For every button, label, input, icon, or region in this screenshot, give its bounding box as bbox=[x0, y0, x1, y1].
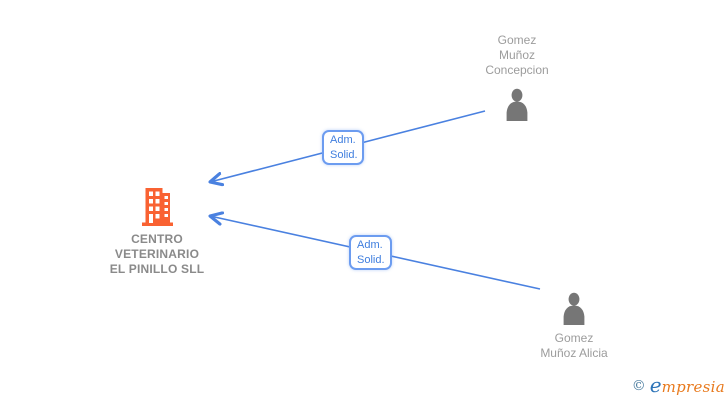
person-name-line: Gomez bbox=[554, 331, 594, 345]
edge-label-line: Adm. bbox=[330, 134, 356, 146]
person-node-concepcion[interactable]: Gomez Muñoz Concepcion bbox=[457, 33, 577, 121]
company-name: CENTRO VETERINARIO EL PINILLO SLL bbox=[97, 232, 217, 277]
company-name-line: EL PINILLO SLL bbox=[109, 262, 205, 276]
company-name-line: VETERINARIO bbox=[114, 247, 200, 261]
building-icon bbox=[97, 188, 217, 226]
company-node[interactable]: CENTRO VETERINARIO EL PINILLO SLL bbox=[97, 188, 217, 277]
person-icon bbox=[457, 88, 577, 121]
person-node-alicia[interactable]: Gomez Muñoz Alicia bbox=[514, 292, 634, 361]
person-name-line: Gomez bbox=[497, 33, 537, 47]
person-name-line: Concepcion bbox=[485, 63, 549, 77]
brand-first-letter: e bbox=[649, 373, 662, 397]
person-name: Gomez Muñoz Concepcion bbox=[457, 33, 577, 78]
edge-label-adm-solid-1[interactable]: Adm. Solid. bbox=[322, 130, 364, 165]
copyright-icon: © bbox=[631, 378, 646, 394]
edge-label-line: Adm. bbox=[357, 239, 383, 251]
person-name-line: Muñoz Alicia bbox=[540, 346, 608, 360]
edge-label-line: Solid. bbox=[330, 149, 358, 161]
edge-label-adm-solid-2[interactable]: Adm. Solid. bbox=[349, 235, 392, 270]
empresia-logo[interactable]: ©empresia bbox=[632, 373, 725, 397]
person-name-line: Muñoz bbox=[498, 48, 536, 62]
edge-label-line: Solid. bbox=[357, 254, 385, 266]
brand-name-rest: mpresia bbox=[661, 378, 725, 396]
person-name: Gomez Muñoz Alicia bbox=[514, 331, 634, 361]
company-name-line: CENTRO bbox=[131, 232, 183, 246]
person-icon bbox=[514, 292, 634, 325]
